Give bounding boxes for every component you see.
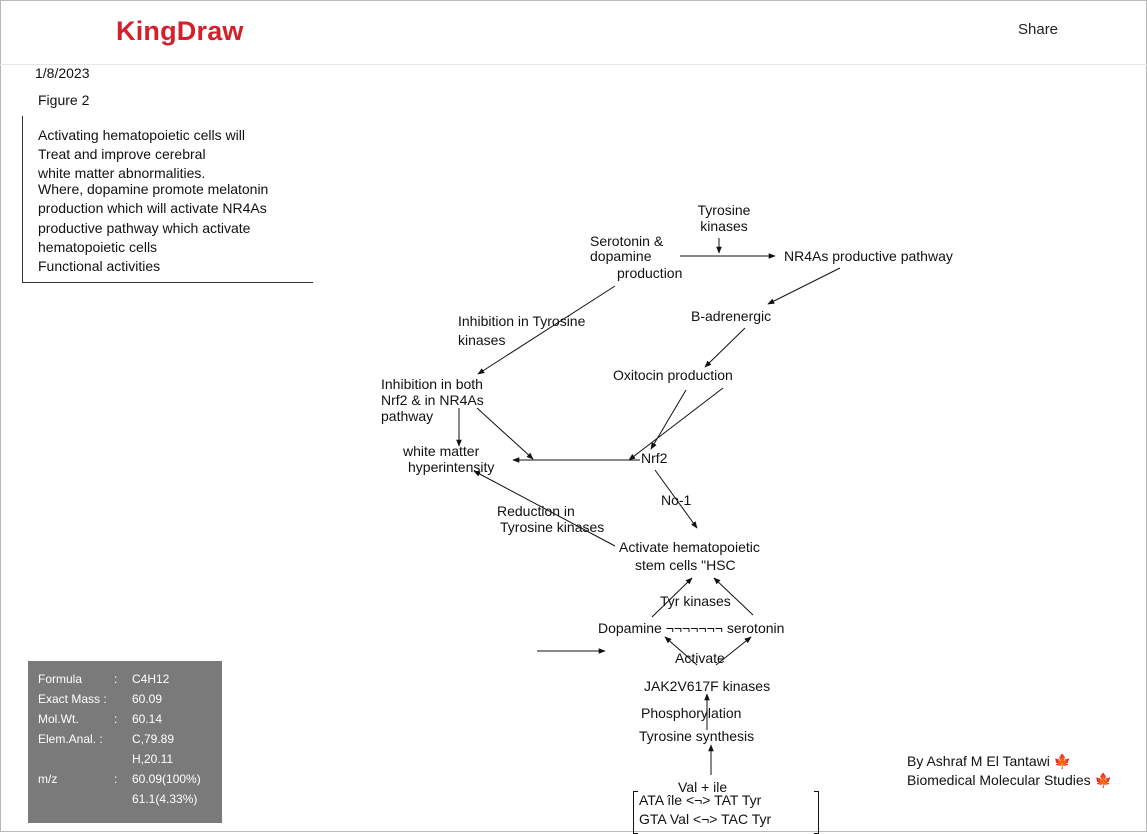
arrow-dopamine-hsc <box>651 577 693 618</box>
arrow-serotonin-hsc <box>713 577 754 616</box>
prop-label: Formula <box>38 672 83 686</box>
prop-value: C,79.89 <box>132 732 175 746</box>
arrow-activate-dopamine <box>664 636 698 666</box>
arrow-nrf2-hsc <box>654 469 698 529</box>
note-line: Activating hematopoietic cells will <box>38 127 245 143</box>
note-line: Treat and improve cerebral <box>38 146 206 162</box>
arrow-to-inhibition-both <box>477 285 616 375</box>
note-line: hematopoietic cells <box>38 239 158 255</box>
reduction-node: Reduction in Tyrosine kinases <box>497 503 605 535</box>
prop-sep: : <box>114 672 118 686</box>
inhibition-both-node: Inhibition in both Nrf2 & in NR4As pathw… <box>381 376 484 424</box>
prop-value: C4H12 <box>132 672 170 686</box>
activate-hsc-node: Activate hematopoietic stem cells "HSC <box>619 539 760 573</box>
nrf2-node: Nrf2 <box>641 450 668 466</box>
note-line: production which will activate NR4As <box>38 200 267 216</box>
arrow-inhibition-diag <box>476 407 534 460</box>
phosphorylation-node: Phosphorylation <box>641 705 742 721</box>
share-button[interactable]: Share <box>1018 21 1059 38</box>
no1-node: No-1 <box>661 492 692 508</box>
maple-leaf-icon: 🍁 <box>1094 772 1113 788</box>
dopamine-serotonin-node: Dopamine ¬¬¬¬¬¬¬ serotonin <box>598 620 785 636</box>
serotonin-dopamine-node: Serotonin & dopamine production <box>590 233 683 281</box>
arrow-activate-serotonin <box>715 636 752 666</box>
arrow-nr4as-badrenergic <box>767 267 841 305</box>
credit-org: Biomedical Molecular Studies🍁 <box>907 772 1113 788</box>
arrow-oxitocin-nrf2 <box>650 389 687 450</box>
prop-label: m/z <box>38 772 58 786</box>
oxitocin-node: Oxitocin production <box>613 367 733 383</box>
molecule-properties-panel: Formula : C4H12 Exact Mass : 60.09 Mol.W… <box>28 661 222 823</box>
prop-sep: : <box>114 772 118 786</box>
codon-line: ATA île <¬> TAT Tyr <box>639 792 762 808</box>
note-line: Functional activities <box>38 258 161 274</box>
prop-value: 60.14 <box>132 712 163 726</box>
val-ile-node: Val + ile <box>678 779 728 795</box>
credit-author: By Ashraf M El Tantawi🍁 <box>907 753 1072 769</box>
date-text: 1/8/2023 <box>35 65 90 81</box>
inhibition-tyrosine-node: Inhibition in Tyrosine kinases <box>458 313 586 348</box>
arrow-badrenergic-oxitocin <box>704 327 746 368</box>
bracket-left <box>633 791 638 834</box>
note-line: white matter abnormalities. <box>38 165 206 181</box>
arrow-oxitocin-left <box>628 387 724 461</box>
nr4as-pathway-node: NR4As productive pathway <box>784 248 953 264</box>
tyr-kinases-node: Tyr kinases <box>660 593 731 609</box>
prop-sep: : <box>114 712 118 726</box>
maple-leaf-icon: 🍁 <box>1053 753 1072 769</box>
white-matter-node: white matter hyperintensity <box>403 443 495 475</box>
arrow-reduction <box>473 470 616 547</box>
app-header: KingDraw Share <box>0 0 1147 65</box>
prop-label: Exact Mass : <box>38 692 107 706</box>
prop-label: Mol.Wt. <box>38 712 79 726</box>
figure-label: Figure 2 <box>38 92 90 108</box>
note-line: productive pathway which activate <box>38 220 251 236</box>
activate-node: Activate <box>675 650 725 666</box>
note-box <box>22 116 313 283</box>
kingdraw-logo[interactable]: KingDraw <box>116 16 244 46</box>
prop-value: 60.09 <box>132 692 163 706</box>
codon-line: GTA Val <¬> TAC Tyr <box>639 811 772 827</box>
prop-value: 61.1(4.33%) <box>132 792 198 806</box>
prop-value: H,20.11 <box>132 752 174 766</box>
tyrosine-synthesis-node: Tyrosine synthesis <box>639 728 755 744</box>
note-line: Where, dopamine promote melatonin <box>38 181 269 197</box>
jak2-node: JAK2V617F kinases <box>644 678 771 694</box>
prop-value: 60.09(100%) <box>132 772 201 786</box>
bracket-right <box>814 791 819 834</box>
prop-label: Elem.Anal. : <box>38 732 103 746</box>
b-adrenergic-node: B-adrenergic <box>691 308 772 324</box>
